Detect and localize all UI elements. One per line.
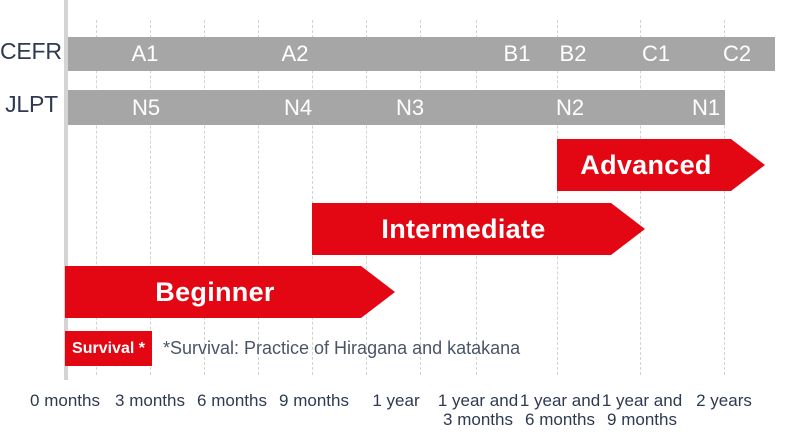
scale-bar-jlpt: N5 N4 N3 N2 N1	[68, 90, 725, 125]
scale-tick-c2: C2	[722, 41, 752, 66]
survival-badge: Survival *	[65, 331, 152, 366]
gridline	[312, 20, 313, 375]
axis-label-line2: 6 months	[525, 410, 595, 430]
arrow-advanced: Advanced	[557, 139, 765, 191]
arrow-label: Advanced	[580, 149, 712, 180]
axis-label: 6 months	[197, 391, 267, 410]
gridline	[150, 20, 151, 375]
scale-tick-b2: B2	[559, 41, 587, 66]
axis-label-line1: 1 year	[372, 391, 420, 410]
axis-label-line1: 0 months	[30, 391, 100, 410]
scale-tick-c1: C1	[641, 41, 671, 66]
axis-label-line1: 1 year and	[601, 391, 683, 410]
gridline	[366, 20, 367, 375]
axis-label-line1: 3 months	[115, 391, 185, 410]
axis-label-line1: 9 months	[279, 391, 349, 410]
gridline	[557, 20, 558, 375]
gridline	[476, 20, 477, 375]
arrow-intermediate: Intermediate	[312, 203, 645, 255]
scale-tick-a1: A1	[131, 41, 159, 66]
scale-tick-b1: B1	[503, 41, 531, 66]
axis-label: 9 months	[279, 391, 349, 410]
survival-footnote: *Survival: Practice of Hiragana and kata…	[163, 338, 521, 358]
axis-label-line1: 1 year and	[437, 391, 519, 410]
scale-tick-n5: N5	[131, 95, 161, 120]
axis-label-line2: 9 months	[607, 410, 677, 430]
scale-tick-n3: N3	[395, 95, 425, 120]
arrow-label: Intermediate	[381, 213, 546, 244]
axis-label-line1: 1 year and	[519, 391, 601, 410]
axis-label: 2 years	[696, 391, 752, 410]
gridline	[258, 20, 259, 375]
row-label-cefr: CEFR	[0, 38, 62, 64]
gridline	[420, 20, 421, 375]
axis-label: 1 year	[372, 391, 419, 410]
survival-badge-label: Survival *	[72, 339, 145, 357]
axis-label: 3 months	[115, 391, 185, 410]
scale-tick-n4: N4	[283, 95, 313, 120]
gridline	[640, 20, 641, 375]
scale-tick-n2: N2	[555, 95, 585, 120]
axis-label: 0 months	[30, 391, 100, 410]
axis-label-line2: 3 months	[443, 410, 513, 430]
row-label-jlpt: JLPT	[5, 91, 58, 117]
scale-tick-a2: A2	[281, 41, 309, 66]
arrow-shape	[312, 203, 645, 255]
scale-bar-cefr: A1 A2 B1 B2 C1 C2	[68, 37, 775, 71]
arrow-beginner: Beginner	[65, 266, 395, 318]
arrow-shape	[65, 266, 395, 318]
axis-label-line1: 6 months	[197, 391, 267, 410]
gridline	[724, 20, 725, 375]
scale-tick-n1: N1	[691, 95, 721, 120]
gridline	[96, 20, 97, 375]
arrow-label: Beginner	[155, 276, 275, 307]
arrow-shape	[557, 139, 765, 191]
gridline	[204, 20, 205, 375]
axis-label-line1: 2 years	[696, 391, 752, 410]
axis-vertical-line	[64, 0, 68, 380]
